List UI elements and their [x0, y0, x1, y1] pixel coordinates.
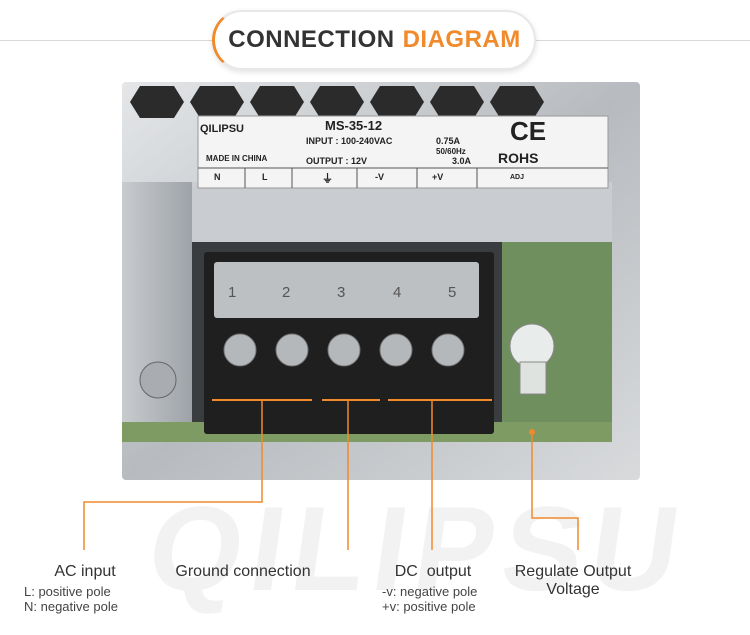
terminal-number-2: 2	[282, 284, 291, 301]
label-current-in: 0.75A	[436, 136, 461, 146]
dc-output-pos: +v: positive pole	[382, 599, 476, 614]
regulate-title: Regulate Output	[514, 563, 632, 580]
callout-ground: Ground connection	[162, 563, 324, 581]
label-output: OUTPUT : 12V	[306, 156, 368, 166]
label-model: MS-35-12	[325, 118, 383, 133]
ground-title: Ground connection	[175, 563, 311, 580]
page-title: CONNECTION DIAGRAM	[212, 10, 536, 70]
terminal-label-l: L	[262, 172, 268, 182]
callout-ac-input: AC input	[30, 563, 140, 581]
callout-regulate: Regulate Output Voltage	[503, 563, 643, 599]
terminal-label-n: N	[214, 172, 221, 182]
dc-output-neg: -v: negative pole	[382, 584, 478, 599]
terminal-number-5: 5	[448, 284, 457, 301]
ce-mark: CE	[510, 116, 547, 146]
title-part1: CONNECTION	[228, 26, 395, 53]
terminal-label-neg: -V	[375, 172, 384, 182]
label-brand: QILIPSU	[200, 123, 245, 135]
terminal-label-pos: +V	[432, 172, 444, 182]
dc-output-title: DC output	[394, 563, 472, 580]
regulate-voltage: Voltage	[546, 581, 600, 598]
terminal-number-3: 3	[337, 284, 346, 301]
title-part2: DIAGRAM	[402, 26, 521, 53]
dc-output-notes: -v: negative pole +v: positive pole	[382, 584, 502, 614]
terminal-label-ground: ⏚	[322, 173, 333, 185]
label-freq: 50/60Hz	[436, 147, 466, 156]
label-current-out: 3.0A	[452, 156, 472, 166]
terminal-number-4: 4	[393, 284, 402, 301]
ac-input-title: AC input	[54, 563, 116, 580]
callout-dc-output: DC output	[378, 563, 488, 581]
ac-input-l: L: positive pole	[24, 584, 111, 599]
terminal-label-adj: ADJ	[510, 174, 525, 181]
label-input: INPUT : 100-240VAC	[306, 136, 393, 146]
label-made: MADE IN CHINA	[206, 154, 268, 163]
rohs-mark: ROHS	[498, 150, 539, 166]
ac-input-n: N: negative pole	[24, 599, 118, 614]
terminal-number-1: 1	[228, 284, 237, 301]
power-supply-photo	[122, 82, 640, 480]
ac-input-notes: L: positive pole N: negative pole	[24, 584, 164, 614]
